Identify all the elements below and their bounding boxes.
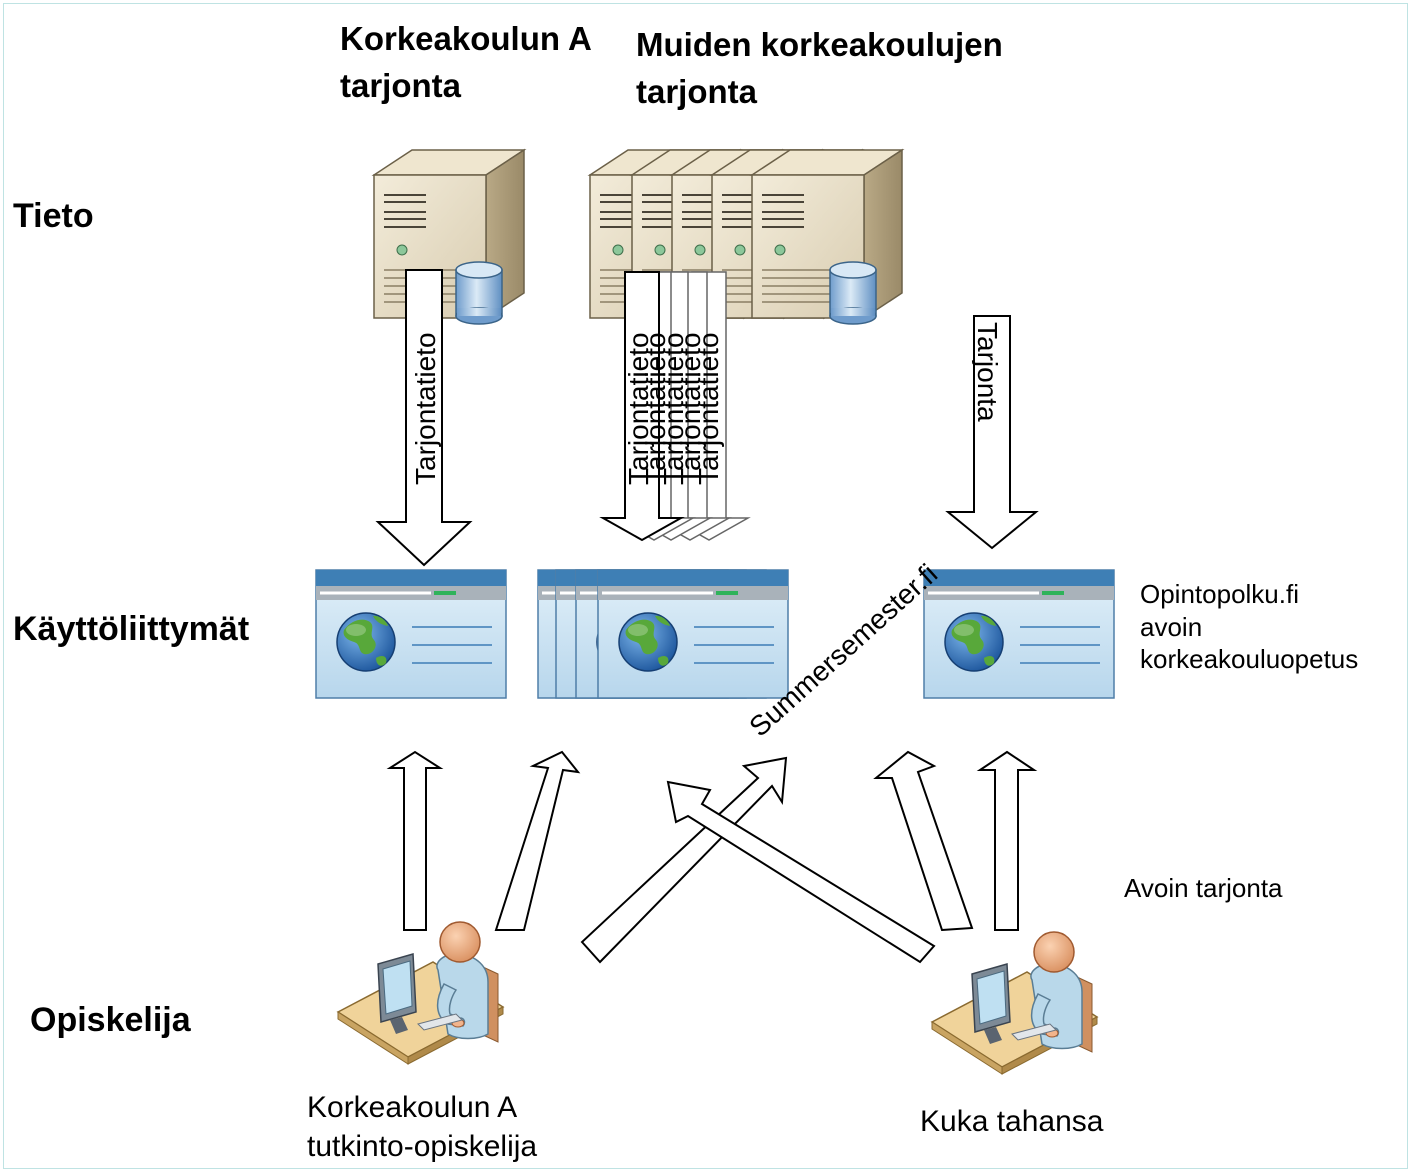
arrow-icon (580, 756, 788, 964)
browser-window-icon (922, 568, 1116, 700)
browser-stack-others (536, 568, 790, 700)
student-anyone-label: Kuka tahansa (920, 1105, 1104, 1138)
arrow-label-others-4: Tarjontatieto (675, 332, 706, 485)
opintopolku-line3: korkeakouluopetus (1140, 644, 1359, 674)
arrow-icon (945, 315, 1039, 550)
browser-window-icon (314, 568, 508, 700)
diagram-frame (3, 3, 1408, 1169)
arrow-icon (375, 269, 473, 567)
up-arrows (386, 750, 1038, 964)
arrow-label-open: Tarjonta (972, 322, 1003, 422)
arrow-label-a: Tarjontatieto (410, 332, 441, 485)
column-header-a-line1: Korkeakoulun A (340, 20, 592, 57)
arrow-icon (666, 780, 936, 964)
database-icon (455, 261, 503, 325)
arrow-label-others-5: Tarjontatieto (693, 332, 724, 485)
student-degree-line2: tutkinto-opiskelija (307, 1130, 538, 1163)
student-degree-label: Korkeakoulun A tutkinto-opiskelija (307, 1088, 537, 1166)
opintopolku-label: Opintopolku.fi avoin korkeakouluopetus (1140, 578, 1358, 676)
arrow-label-others-1: Tarjontatieto (623, 332, 654, 485)
server-icon (751, 149, 903, 319)
arrow-label-others-3: Tarjontatieto (658, 332, 689, 485)
opintopolku-line1: Opintopolku.fi (1140, 579, 1299, 609)
user-at-computer-icon (337, 921, 504, 1065)
column-header-a-line2: tarjonta (340, 66, 462, 104)
arrow-icon (976, 750, 1038, 931)
down-arrows (375, 269, 1039, 567)
database-icon (829, 261, 877, 325)
browser-window-icon (596, 568, 790, 700)
row-label-tieto: Tieto (13, 197, 94, 235)
server-a (373, 149, 525, 325)
column-header-others-line2: tarjonta (636, 72, 758, 110)
arrow-icon (873, 750, 974, 932)
arrow-icon (599, 271, 685, 542)
column-header-others-line1: Muiden korkeakoulujen (636, 26, 1003, 63)
open-offer-label: Avoin tarjonta (1124, 873, 1283, 903)
student-degree-line1: Korkeakoulun A (307, 1091, 518, 1124)
arrow-icon (386, 750, 444, 931)
opintopolku-line2: avoin (1140, 611, 1203, 642)
row-label-kayttoliittymat: Käyttöliittymät (13, 610, 250, 648)
browser-opintopolku (922, 568, 1116, 700)
user-at-computer-icon (931, 931, 1098, 1075)
browser-a (314, 568, 508, 700)
column-header-others: Muiden korkeakoulujen tarjonta (636, 22, 1003, 116)
arrow-label-others-2: Tarjontatieto (640, 332, 671, 485)
column-header-a: Korkeakoulun A tarjonta (340, 16, 592, 110)
arrow-icon (494, 750, 581, 931)
row-label-opiskelija: Opiskelija (30, 1001, 191, 1039)
